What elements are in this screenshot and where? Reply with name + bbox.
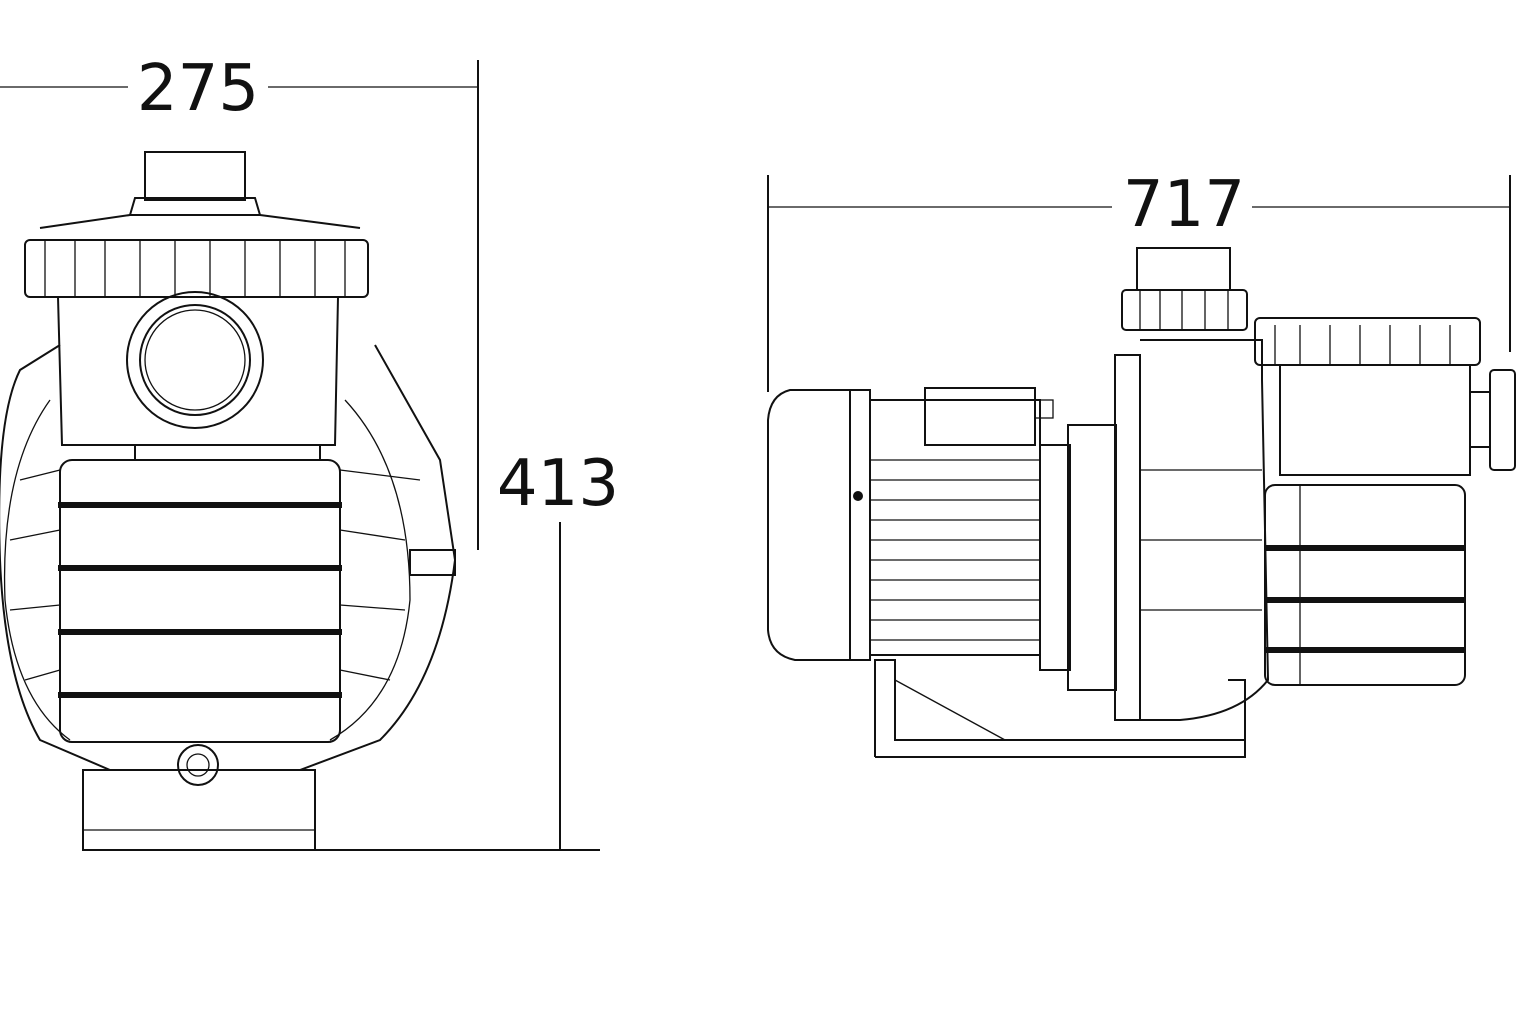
dimension-length-side: 717: [767, 168, 1511, 392]
side-view: [767, 247, 1516, 758]
dimension-width-front: 275: [0, 52, 479, 550]
dimension-label-275: 275: [137, 52, 259, 126]
front-view: [0, 151, 457, 851]
dimension-label-413: 413: [497, 447, 619, 521]
dimension-label-717: 717: [1123, 168, 1245, 242]
